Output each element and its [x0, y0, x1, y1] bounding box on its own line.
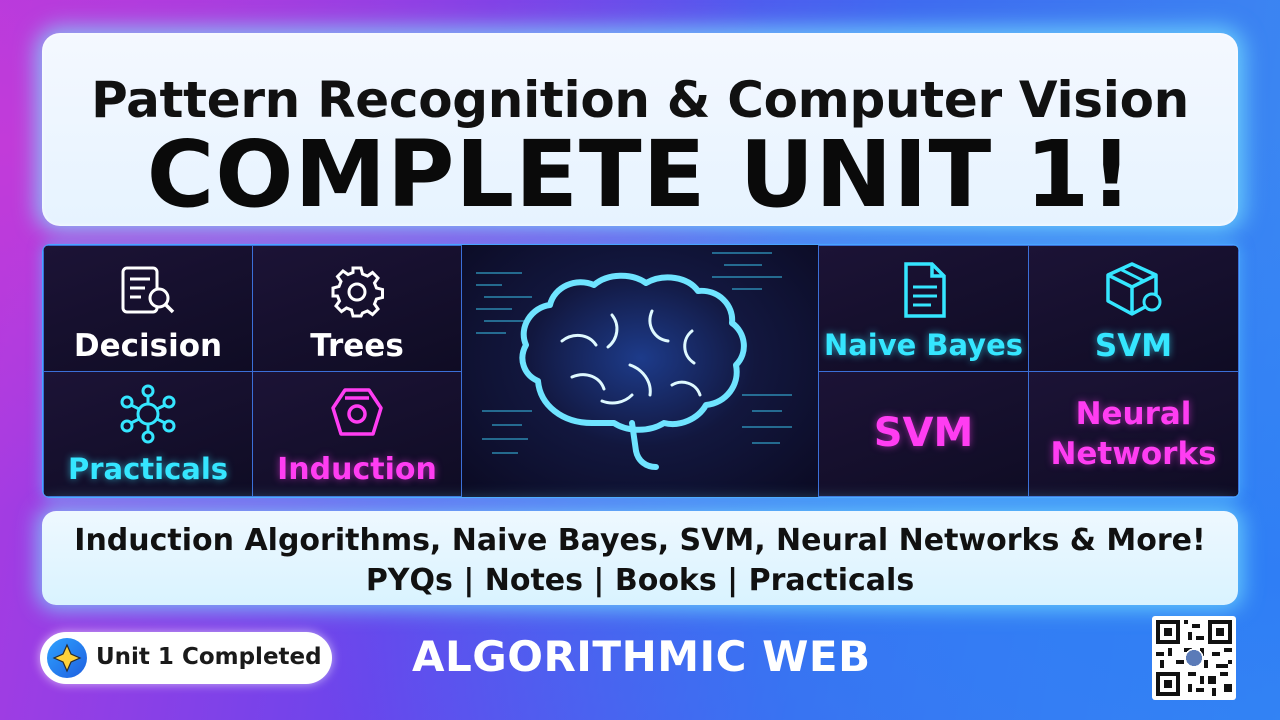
topic-label-neural: Neural — [1075, 396, 1192, 432]
topic-cell-naive-bayes: Naive Bayes — [818, 245, 1029, 372]
topic-cell-decision: Decision — [43, 245, 253, 372]
topic-label-svm-2: SVM — [873, 410, 974, 456]
glowing-brain-icon — [476, 252, 792, 470]
topic-cell-practicals: Practicals — [43, 371, 253, 497]
unit-heading: COMPLETE UNIT 1! — [146, 121, 1134, 228]
topic-label-networks: Networks — [1050, 436, 1217, 472]
topic-cell-induction: Induction — [252, 371, 462, 497]
subtitle-banner: Induction Algorithms, Naive Bayes, SVM, … — [42, 511, 1238, 605]
badge-label: Unit 1 Completed — [96, 644, 322, 670]
completion-badge: Unit 1 Completed — [40, 632, 332, 684]
topic-cell-neural-networks: Neural Networks — [1028, 371, 1239, 497]
topic-label-svm: SVM — [1094, 328, 1173, 364]
cube-icon — [1105, 262, 1161, 316]
brain-illustration — [461, 245, 821, 497]
topic-label-naive-bayes: Naive Bayes — [823, 328, 1024, 362]
star-icon — [52, 643, 82, 673]
network-nodes-icon — [120, 384, 176, 444]
badge-icon-circle — [47, 638, 87, 678]
topic-label-trees: Trees — [310, 328, 404, 364]
gear-icon — [331, 266, 384, 318]
target-icon — [331, 388, 383, 436]
topic-cell-svm: SVM — [1028, 245, 1239, 372]
topic-cell-svm-2: SVM — [818, 371, 1029, 497]
brand-name: ALGORITHMIC WEB — [412, 632, 871, 681]
topic-cell-trees: Trees — [252, 245, 462, 372]
qr-code-icon — [1152, 616, 1236, 700]
topic-label-induction: Induction — [277, 452, 437, 487]
document-search-icon — [121, 266, 175, 314]
topic-label-practicals: Practicals — [67, 452, 229, 486]
document-icon — [903, 262, 946, 318]
course-title: Pattern Recognition & Computer Vision — [91, 71, 1189, 129]
subtitle-topics: Induction Algorithms, Naive Bayes, SVM, … — [74, 523, 1206, 558]
topics-grid: Decision Trees — [42, 244, 1240, 498]
subtitle-resources: PYQs | Notes | Books | Practicals — [365, 563, 915, 598]
title-banner: Pattern Recognition & Computer Vision CO… — [42, 33, 1238, 226]
topic-label-decision: Decision — [73, 328, 223, 364]
